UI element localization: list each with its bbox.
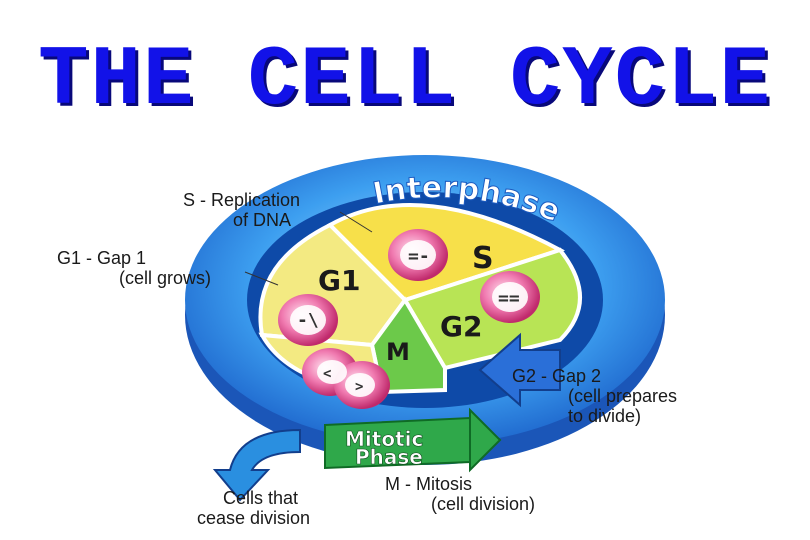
phase-g1-label: G1 bbox=[318, 264, 360, 297]
sector-m bbox=[369, 296, 447, 395]
cease-label: Cells that cease division bbox=[197, 488, 311, 528]
svg-text:==: == bbox=[498, 288, 520, 309]
svg-text:>: > bbox=[355, 379, 363, 395]
s-label: S - Replication of DNA bbox=[183, 190, 301, 230]
cease-division-arrow bbox=[212, 428, 301, 502]
svg-text:=-: =- bbox=[408, 246, 430, 267]
mitotic-arrowhead bbox=[469, 407, 502, 473]
svg-text:-\: -\ bbox=[297, 310, 319, 331]
m-label: M - Mitosis (cell division) bbox=[385, 474, 536, 514]
page-title: THE CELL CYCLE bbox=[38, 34, 772, 129]
g2-arrow bbox=[478, 332, 561, 408]
s-pointer-line bbox=[339, 211, 373, 233]
svg-text:<: < bbox=[323, 366, 331, 382]
cell-g2: == bbox=[480, 271, 540, 323]
cell-dividing: < > bbox=[302, 348, 390, 409]
cell-s: =- bbox=[388, 229, 448, 281]
phase-s-label: S bbox=[472, 241, 494, 276]
mitotic-label-line2: Phase bbox=[355, 445, 423, 469]
phase-m-label: M bbox=[386, 338, 410, 366]
g2-label: G2 - Gap 2 (cell prepares to divide) bbox=[512, 366, 678, 426]
cell-g1: -\ bbox=[278, 294, 338, 346]
phase-g2-label: G2 bbox=[440, 310, 482, 343]
g1-label: G1 - Gap 1 (cell grows) bbox=[57, 248, 212, 288]
g1-pointer-line bbox=[244, 271, 279, 286]
mitotic-label-line1: Mitotic bbox=[345, 427, 423, 451]
